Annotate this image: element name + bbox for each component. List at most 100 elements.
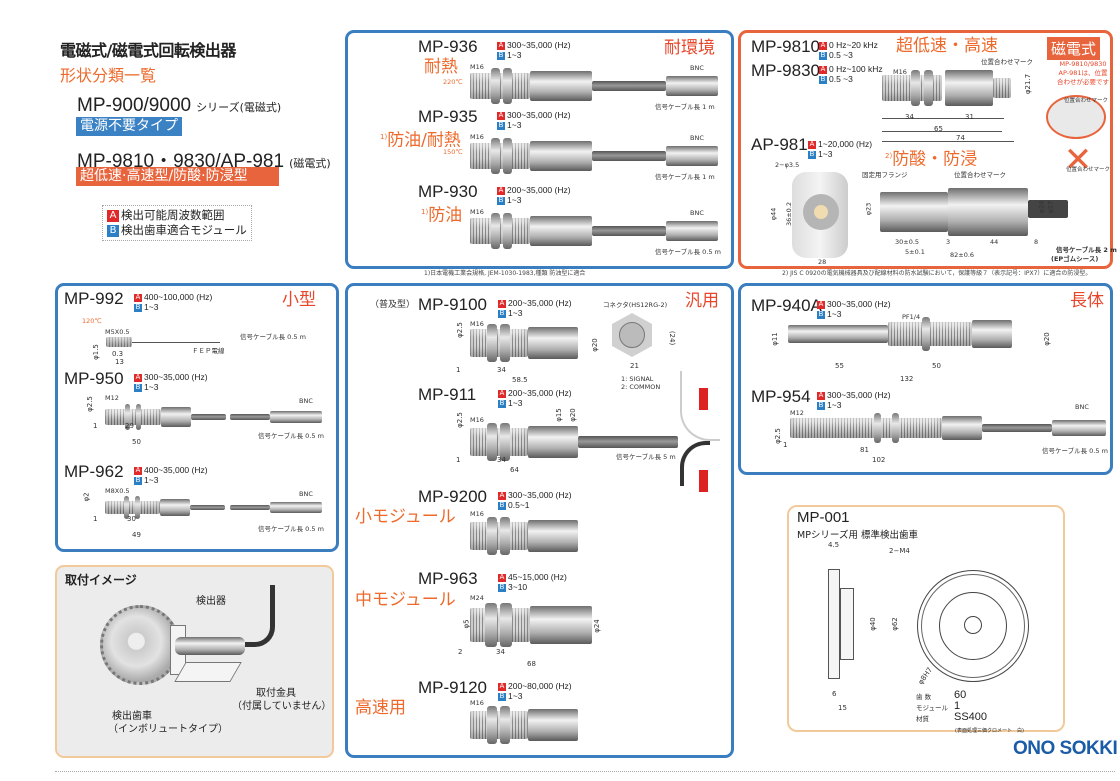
dimension: 1: [93, 515, 98, 523]
dimension: 6: [832, 690, 837, 698]
dimension: 8: [1034, 238, 1039, 246]
module-range: 0.5 ~3: [829, 50, 853, 60]
tag-a: A: [498, 491, 506, 500]
label-gear-type: （インボリュートタイプ）: [108, 724, 228, 735]
bnc-connector: [666, 145, 718, 167]
terminal-icon: [699, 470, 708, 492]
cable-length: 信号ケーブル長 0.5 m: [240, 333, 306, 341]
common-wire: [680, 441, 710, 486]
series-1-band: 電源不要タイプ: [76, 117, 182, 136]
model-name: MP-935: [418, 107, 478, 126]
gear-spec-label: 材質: [916, 715, 929, 723]
dimension: 34: [905, 113, 914, 121]
dimension: φ2.5: [455, 412, 464, 428]
module-range: 1~3: [144, 302, 159, 312]
dimension: φ15: [554, 408, 563, 422]
module-range: 0.5 ~3: [829, 74, 853, 84]
tag-a: A: [498, 299, 506, 308]
env-footnote: 1)日本電機工業会規格, JEM-1030-1983,種類 防油型に適合: [424, 270, 586, 277]
module-range: 1~3: [818, 149, 833, 159]
page-title: 電磁式/磁電式回転検出器: [60, 41, 236, 60]
sensor-thread: [888, 322, 972, 346]
dimension: 132: [900, 375, 914, 383]
cable-length: 信号ケーブル長 1 m: [655, 173, 715, 181]
general-category: 汎用: [685, 291, 719, 311]
cable-length: 信号ケーブル長 0.5 m: [258, 525, 324, 533]
tag-a: A: [497, 41, 505, 50]
small-category: 小型: [282, 290, 316, 310]
sensor-thread: [106, 337, 132, 347]
tag-b: B: [817, 401, 825, 410]
dimension: 1: [456, 366, 461, 374]
footnote-ref: 2): [885, 152, 893, 160]
env-category: 耐環境: [664, 38, 715, 58]
ap981-body: [880, 192, 948, 232]
sensor-nut: [503, 213, 513, 249]
sensor-cable: [190, 504, 225, 511]
magnetic-badge: 磁電式: [1047, 37, 1101, 60]
sensor-nut: [124, 404, 131, 430]
wire-label: ＦＥＰ電線: [192, 347, 225, 355]
sensor-head: [942, 416, 982, 440]
connector-face: [619, 322, 645, 348]
bnc-connector: [666, 75, 718, 97]
ap981-head: [948, 188, 1028, 236]
model-name: MP-940A: [751, 296, 822, 315]
cable-length: 信号ケーブル長 0.5 m: [655, 248, 721, 256]
freq-range: 45~15,000 (Hz): [508, 572, 567, 582]
pin-label: 2: COMMON: [621, 383, 661, 391]
module-range: 1~3: [144, 475, 159, 485]
sensor-cable: [626, 150, 666, 162]
dimension: 102: [872, 456, 886, 464]
dimension: 34: [497, 366, 506, 374]
sensor-nut: [491, 138, 501, 174]
sensor-head: [530, 141, 592, 171]
freq-range: 400~35,000 (Hz): [144, 465, 208, 475]
gear-description: MPシリーズ用 標準検出歯車: [797, 530, 918, 541]
thread-label: M12: [105, 394, 119, 402]
label-bracket-note: （付属していません）: [232, 701, 332, 712]
dimension: 44: [990, 238, 999, 246]
feature-label: 中モジュール: [355, 590, 456, 610]
mag-category-2: 2)防酸・防浸: [885, 146, 977, 170]
dimension: φ62: [890, 617, 899, 631]
dimension: 13: [115, 358, 124, 366]
sensor-head: [972, 320, 1012, 348]
sensor-cable: [230, 413, 270, 421]
sensor-cable: [982, 424, 1022, 432]
dimension: 30: [127, 515, 136, 523]
sensor-nut: [503, 68, 513, 104]
pin-label: 1: SIGNAL: [621, 375, 654, 383]
tag-b: B: [808, 150, 816, 159]
dimension: (24): [668, 330, 677, 346]
thread-label: M8X0.5: [105, 487, 130, 495]
sensor-head: [160, 499, 190, 516]
sensor-nut: [924, 70, 933, 106]
sensor-connector: [993, 78, 1011, 98]
sensor-nut: [491, 68, 501, 104]
label-sensor: 検出器: [196, 596, 226, 607]
tag-a: A: [134, 373, 142, 382]
model-name: MP-930: [418, 182, 478, 201]
freq-range: 0 Hz~100 kHz: [829, 64, 883, 74]
tag-b: B: [497, 121, 505, 130]
sensor-nut: [891, 413, 899, 443]
feature-label: 1)防油: [421, 202, 462, 226]
terminal-icon: [699, 388, 708, 410]
thread-label: M16: [470, 699, 484, 707]
sensor-nut: [873, 413, 881, 443]
sensor-thread: [470, 711, 528, 739]
connector-label: BNC: [1075, 403, 1089, 411]
series-2-name: MP-9810・9830/AP-981: [77, 151, 285, 172]
dimension: 15: [838, 704, 847, 712]
sensor-head: [528, 327, 578, 359]
gear-model: MP-001: [797, 509, 850, 526]
cable-sheath: (EPゴムシース): [1051, 255, 1099, 263]
feature-label: 1)防油/耐熱: [380, 127, 461, 151]
mag-category-2-label: 防酸・防浸: [892, 149, 978, 170]
module-range: 1~3: [507, 195, 522, 205]
tag-b: B: [498, 309, 506, 318]
